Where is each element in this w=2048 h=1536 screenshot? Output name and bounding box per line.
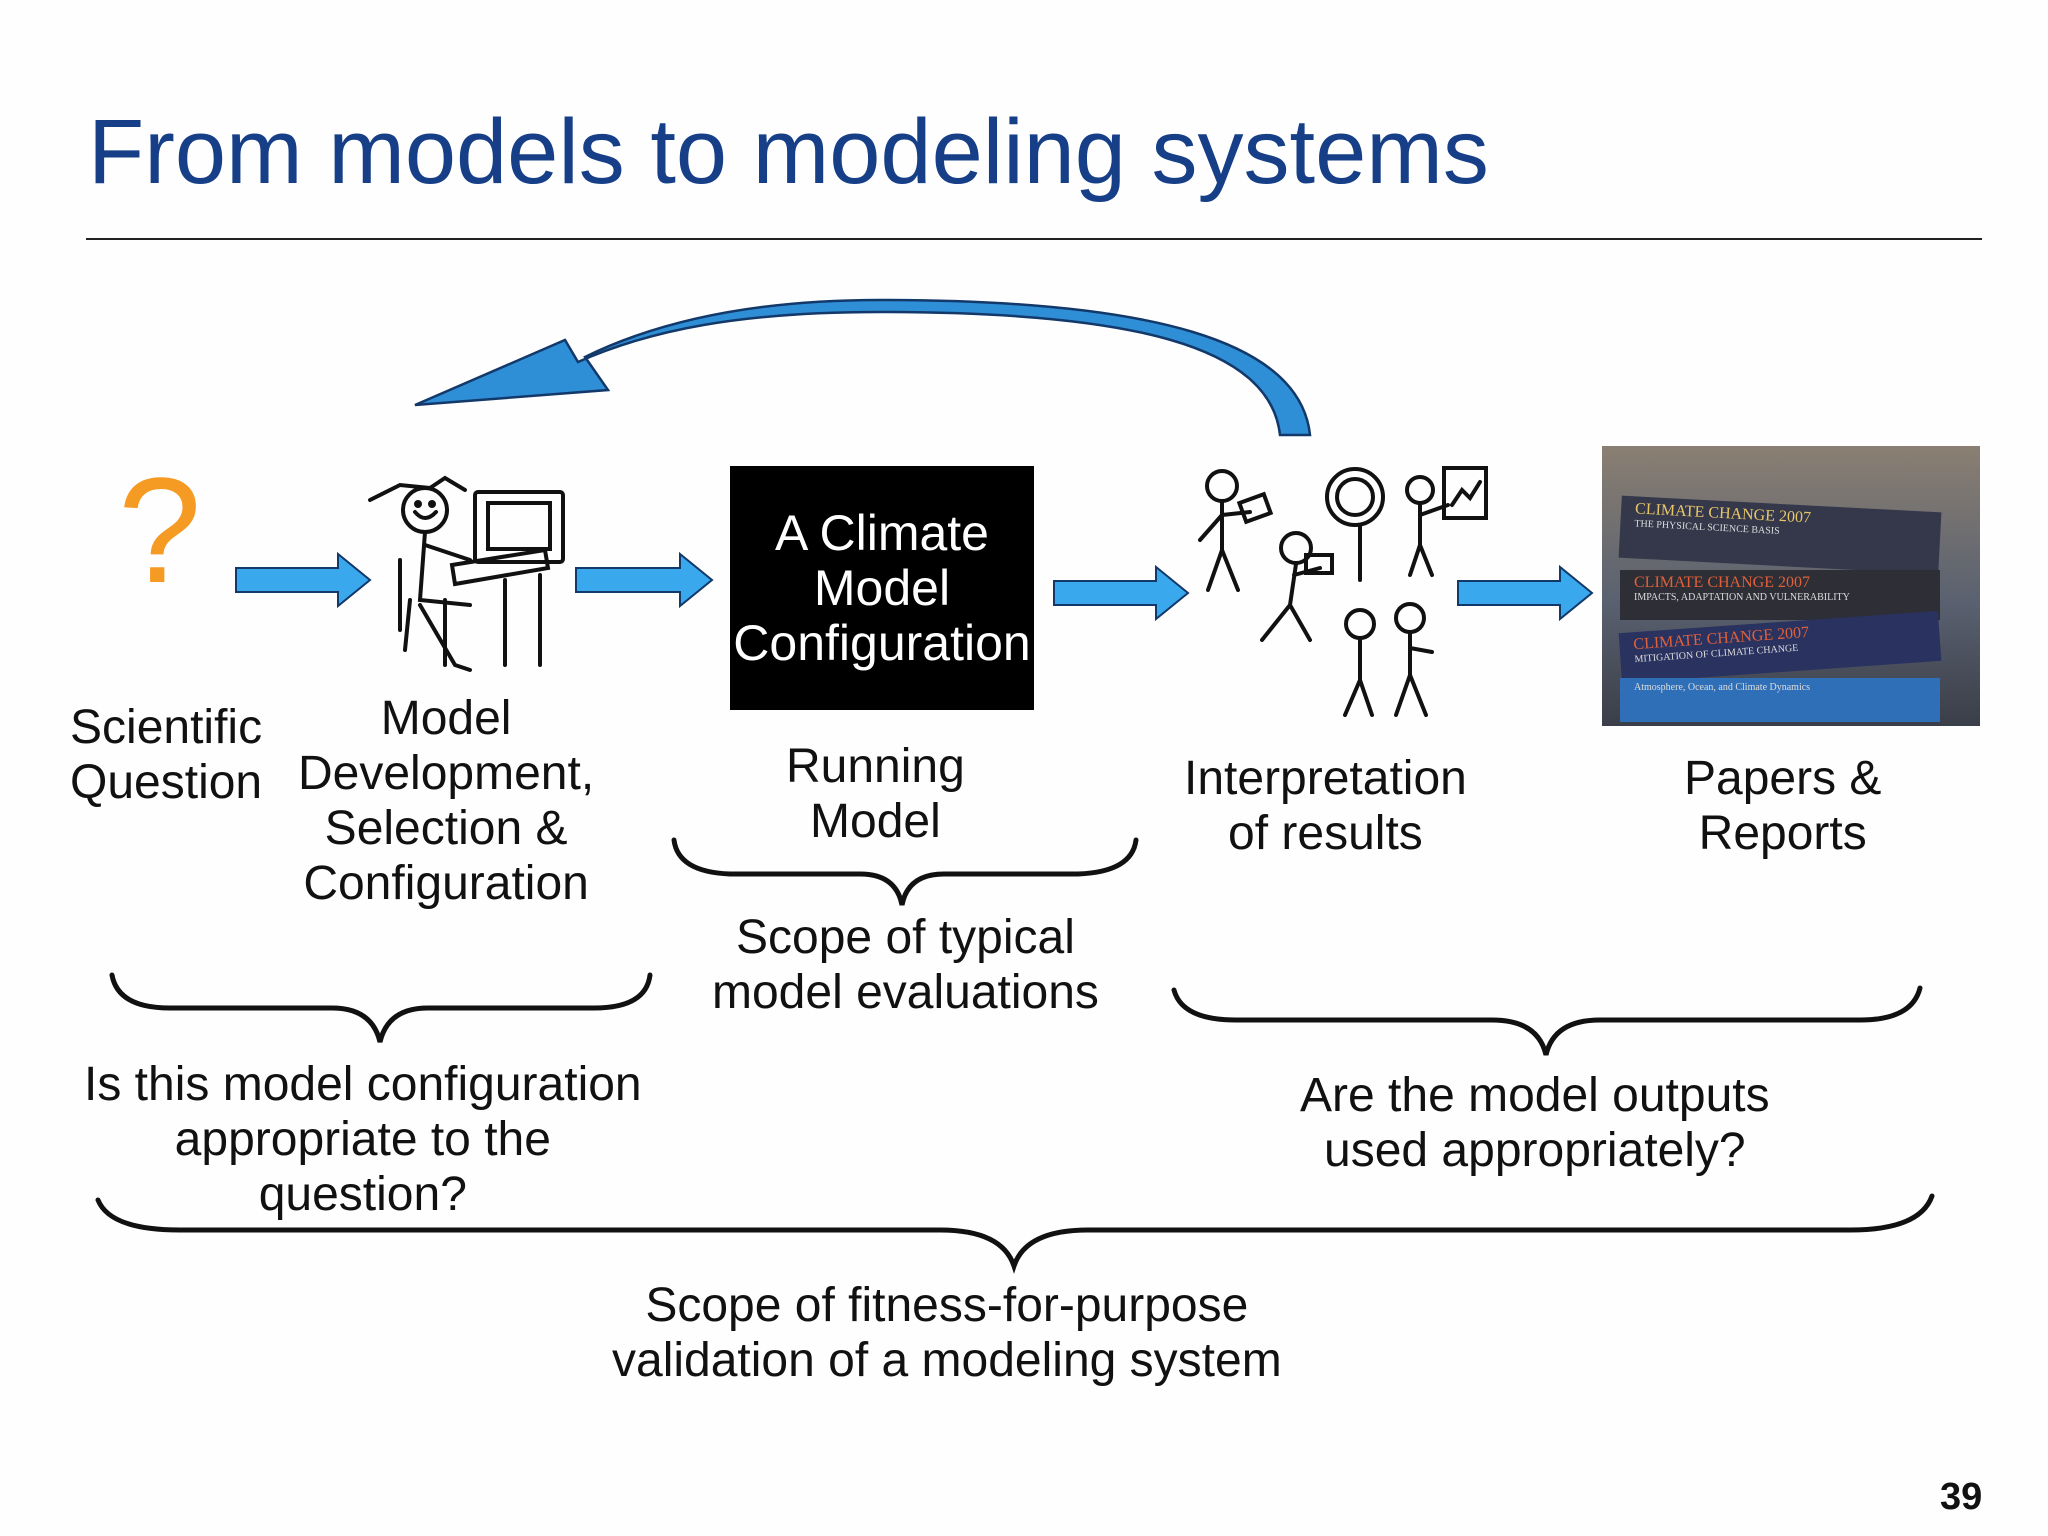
arrow-interpretation-to-papers [1457, 564, 1594, 622]
scientific-question-label: Scientific Question [70, 701, 263, 809]
book: CLIMATE CHANGE 2007 IMPACTS, ADAPTATION … [1620, 570, 1940, 620]
brace-config-question [109, 972, 653, 1043]
outputs-question-caption: Are the model outputs used appropriately… [1300, 1069, 1770, 1177]
config-question-caption: Is this model configuration appropriate … [84, 1058, 642, 1221]
book: CLIMATE CHANGE 2007 THE PHYSICAL SCIENCE… [1618, 495, 1942, 575]
typical-scope-caption: Scope of typical model evaluations [712, 911, 1099, 1019]
arrow-config-to-interpretation [1053, 564, 1190, 622]
climate-reports-photo: CLIMATE CHANGE 2007 THE PHYSICAL SCIENCE… [1602, 446, 1980, 726]
brace-fitness-scope [95, 1193, 1935, 1274]
book: Atmosphere, Ocean, and Climate Dynamics [1620, 678, 1940, 722]
model-development-label: Model Development, Selection & Configura… [298, 692, 595, 910]
feedback-arrow [414, 298, 1312, 437]
book: CLIMATE CHANGE 2007 MITIGATION OF CLIMAT… [1618, 610, 1942, 684]
arrow-dev-to-config [575, 551, 714, 609]
fitness-scope-caption: Scope of fitness-for-purpose validation … [612, 1279, 1282, 1387]
brace-running-model [671, 837, 1139, 906]
arrow-question-to-dev [235, 551, 372, 609]
question-mark-icon: ? [118, 446, 202, 614]
interpretation-label: Interpretation of results [1184, 752, 1467, 860]
people-interpreting-icon [1198, 466, 1488, 717]
climate-model-configuration-box: A Climate Model Configuration [730, 466, 1034, 710]
person-at-computer-icon [368, 475, 565, 672]
page-number: 39 [1940, 1476, 1983, 1518]
title-divider [86, 238, 1982, 240]
papers-reports-label: Papers & Reports [1684, 752, 1882, 860]
running-model-label: Running Model [786, 740, 965, 848]
brace-outputs-question [1171, 985, 1923, 1056]
slide-title: From models to modeling systems [88, 101, 1489, 203]
